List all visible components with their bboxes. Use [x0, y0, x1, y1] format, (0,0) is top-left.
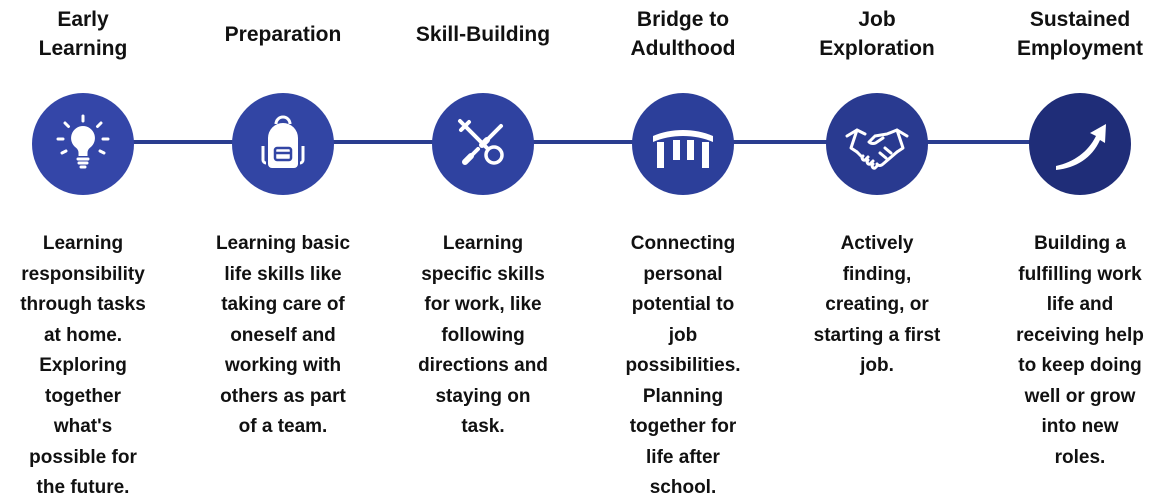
bridge-icon: [653, 130, 713, 168]
stage-title: Sustained Employment: [1016, 8, 1144, 60]
stage-icon-circle: [32, 93, 134, 195]
stage-title: Job Exploration: [819, 8, 935, 60]
stage-title: Bridge to Adulthood: [630, 8, 736, 60]
stage-icon-circle: [432, 93, 534, 195]
stage-icon-circle: [232, 93, 334, 195]
handshake-icon: [845, 128, 909, 170]
growth-arrow-icon: [1056, 124, 1106, 170]
tools-icon: [458, 119, 504, 165]
stage-description: Connecting personal potential to job pos…: [625, 233, 741, 498]
stage-description: Learning basic life skills like taking c…: [215, 233, 351, 437]
stage-title: Preparation: [224, 22, 342, 46]
stage-description: Learning responsibility through tasks at…: [20, 233, 146, 498]
stage-description: Actively finding, creating, or starting …: [813, 233, 941, 376]
stage-title: Early Learning: [38, 8, 128, 60]
stage-description: Learning specific skills for work, like …: [418, 233, 548, 437]
lightbulb-icon: [56, 114, 110, 169]
stage-icon-circle: [1029, 93, 1131, 195]
stage-icon-circle: [632, 93, 734, 195]
stage-description: Building a fulfilling work life and rece…: [1016, 233, 1144, 468]
backpack-icon: [261, 115, 305, 168]
stage-title: Skill-Building: [415, 22, 551, 46]
stage-icon-circle: [826, 93, 928, 195]
timeline-connector-line: [82, 140, 1081, 144]
